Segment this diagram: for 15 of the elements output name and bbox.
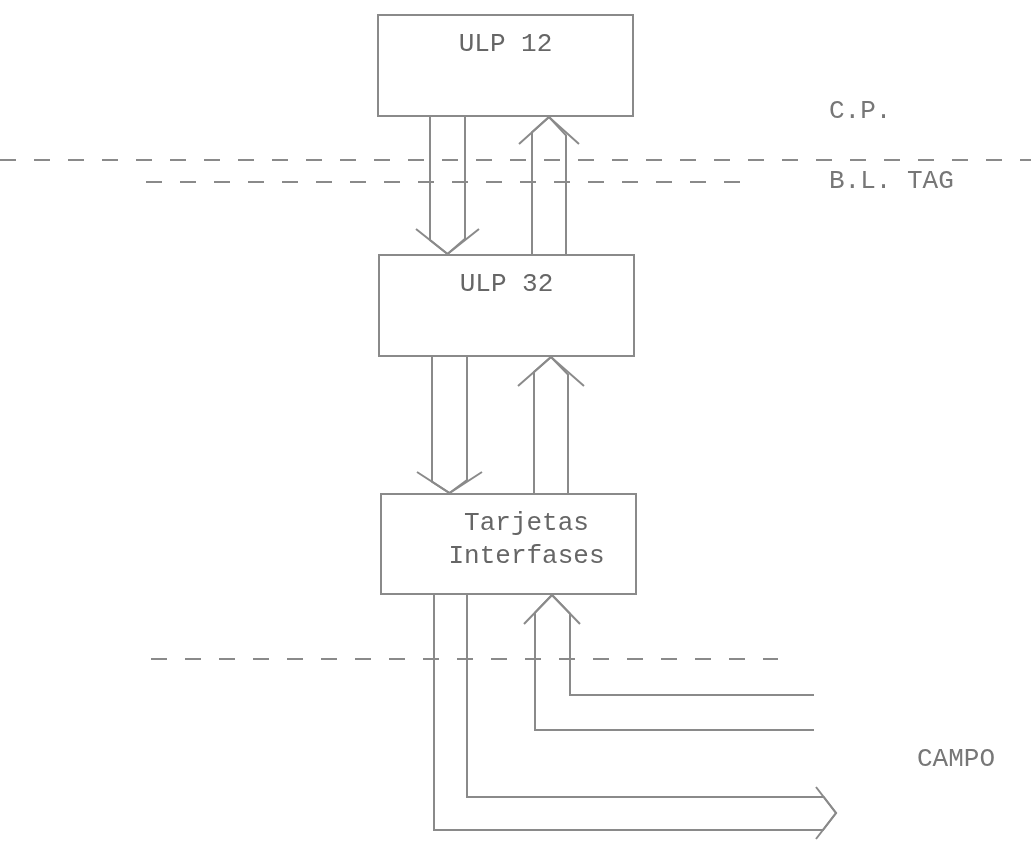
hollow-arrow [415, 116, 480, 256]
box-label: ULP 12 [457, 28, 554, 61]
process-box [378, 254, 635, 357]
zone-label: B.L. TAG [829, 168, 954, 194]
process-box [377, 14, 634, 117]
hollow-arrow [523, 593, 815, 731]
box-label: ULP 32 [458, 268, 555, 301]
zone-label: CAMPO [917, 746, 995, 772]
zone-label: C.P. [829, 98, 892, 124]
hollow-arrow [416, 356, 483, 495]
box-label: Tarjetas Interfases [447, 507, 606, 572]
hollow-arrow [433, 594, 838, 840]
process-box [380, 493, 637, 595]
hollow-arrow [518, 115, 580, 255]
hollow-arrow [517, 355, 585, 494]
